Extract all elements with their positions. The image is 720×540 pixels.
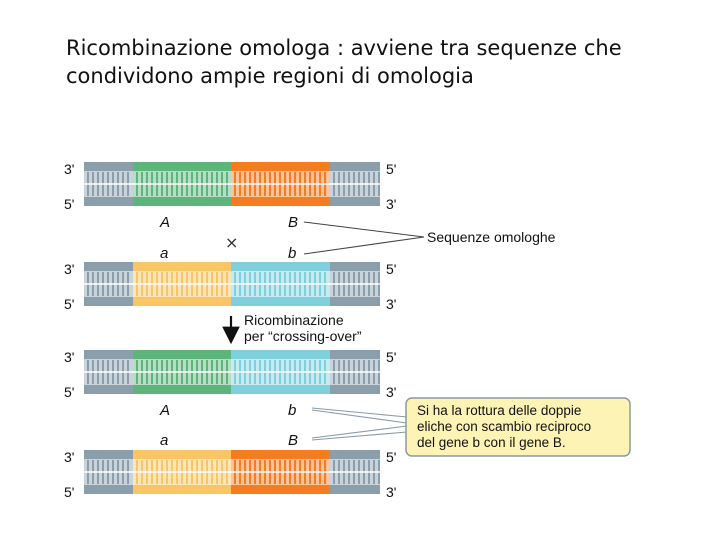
callout-box bbox=[405, 397, 631, 457]
callout-line2: eliche con scambio reciproco bbox=[417, 419, 591, 434]
end-label-5prime: 5' bbox=[386, 449, 396, 465]
end-label-3prime: 3' bbox=[386, 384, 396, 400]
gene-label-a: a bbox=[160, 245, 168, 262]
title-line-2: condividono ampie regioni di omologia bbox=[66, 64, 474, 88]
gene-label-b: b bbox=[288, 402, 296, 419]
recombination-label-line1: Ricombinazione bbox=[244, 312, 344, 328]
end-label-5prime: 5' bbox=[64, 484, 74, 500]
end-label-3prime: 3' bbox=[64, 261, 74, 277]
end-label-5prime: 5' bbox=[386, 161, 396, 177]
end-label-3prime: 3' bbox=[386, 196, 396, 212]
duplex-recombinant-1 bbox=[84, 350, 380, 394]
end-label-5prime: 5' bbox=[64, 384, 74, 400]
callout-line3: del gene b con il gene B. bbox=[417, 435, 566, 450]
gene-label-b: b bbox=[288, 245, 296, 262]
homologous-sequences-label: Sequenze omologhe bbox=[427, 229, 556, 245]
gene-label-B: B bbox=[288, 214, 298, 231]
end-label-5prime: 5' bbox=[64, 296, 74, 312]
end-label-5prime: 5' bbox=[64, 196, 74, 212]
duplex-parental-2 bbox=[84, 262, 380, 306]
end-label-5prime: 5' bbox=[386, 349, 396, 365]
title-line-1: Ricombinazione omologa : avviene tra seq… bbox=[66, 36, 622, 60]
recombination-label-line2: per “crossing-over” bbox=[244, 328, 362, 344]
callout-line3-text: del gene b con il gene B. bbox=[417, 435, 566, 450]
end-label-3prime: 3' bbox=[386, 296, 396, 312]
end-label-3prime: 3' bbox=[386, 484, 396, 500]
callout-line1: Si ha la rottura delle doppie bbox=[417, 403, 581, 418]
slide-title: Ricombinazione omologa : avviene tra seq… bbox=[66, 34, 686, 90]
homologous-pointer-lines bbox=[303, 221, 425, 255]
gene-label-A: A bbox=[159, 402, 170, 419]
gene-label-A: A bbox=[159, 214, 170, 231]
end-label-3prime: 3' bbox=[64, 449, 74, 465]
end-label-3prime: 3' bbox=[64, 349, 74, 365]
callout-pointer-lines bbox=[311, 407, 408, 441]
gene-label-a: a bbox=[160, 432, 168, 449]
cross-symbol: × bbox=[225, 233, 238, 252]
duplex-parental-1 bbox=[84, 162, 380, 206]
duplex-recombinant-2 bbox=[84, 450, 380, 494]
gene-label-B: B bbox=[288, 432, 298, 449]
end-label-5prime: 5' bbox=[386, 261, 396, 277]
end-label-3prime: 3' bbox=[64, 161, 74, 177]
